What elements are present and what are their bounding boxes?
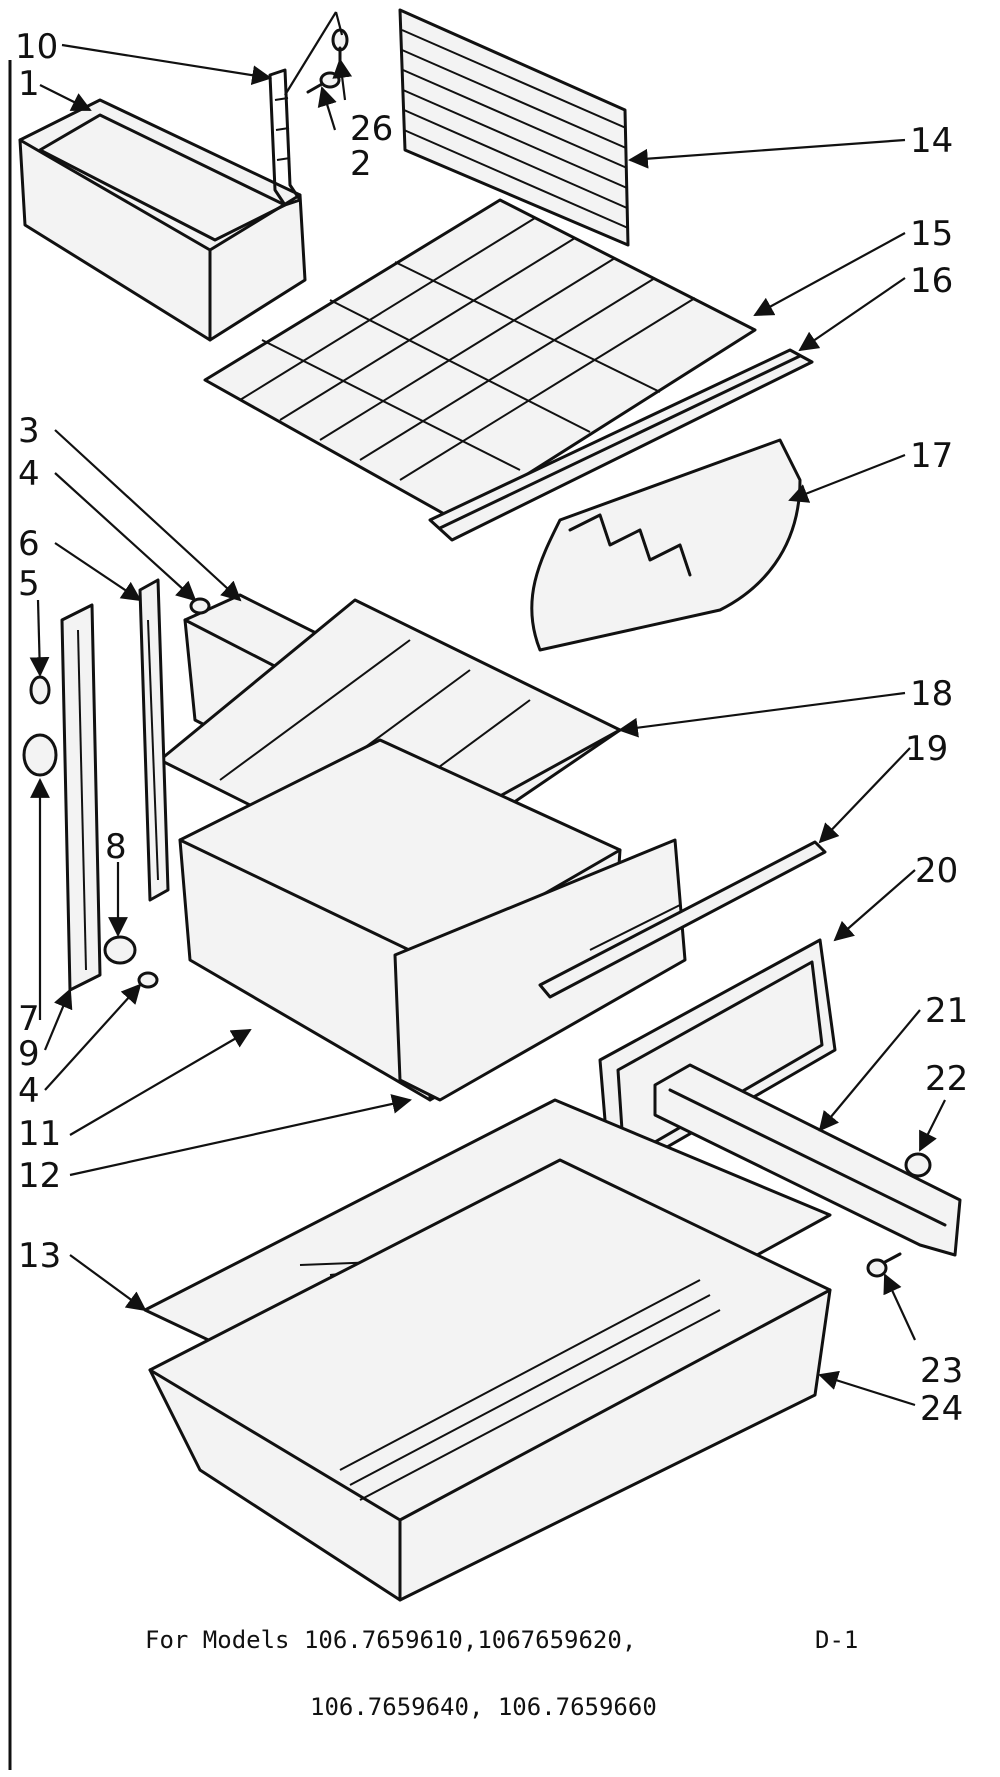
callout-11: 11 bbox=[18, 1114, 61, 1154]
callout-3: 3 bbox=[18, 411, 40, 451]
callout-16: 16 bbox=[910, 261, 953, 301]
callout-22: 22 bbox=[925, 1059, 968, 1099]
part-23-screw bbox=[866, 1252, 902, 1278]
callout-10: 10 bbox=[15, 27, 58, 67]
caption-models-line1: For Models 106.7659610,1067659620, bbox=[145, 1626, 636, 1654]
callout-18: 18 bbox=[910, 674, 953, 714]
part-16-shelf-rail bbox=[428, 348, 814, 542]
part-10-bracket bbox=[268, 68, 302, 207]
callout-13: 13 bbox=[18, 1236, 61, 1276]
caption: For Models 106.7659610,1067659620, D-1 1… bbox=[145, 1626, 858, 1721]
part-17-cover bbox=[530, 438, 802, 652]
callout-12: 12 bbox=[18, 1156, 61, 1196]
part-19-rod bbox=[538, 840, 827, 999]
callout-9: 9 bbox=[18, 1034, 40, 1074]
callout-26: 26 bbox=[350, 109, 393, 149]
part-15-wire-shelf bbox=[203, 198, 757, 522]
callout-21: 21 bbox=[925, 991, 968, 1031]
callout-8: 8 bbox=[105, 827, 127, 867]
callout-numbers: 10 1 26 2 14 15 16 17 3 4 6 5 18 19 20 8… bbox=[15, 27, 968, 1429]
part-8-roller bbox=[103, 935, 137, 965]
part-12-drawer-front bbox=[393, 838, 687, 1102]
callout-17: 17 bbox=[910, 436, 953, 476]
caption-figure-code: D-1 bbox=[815, 1626, 858, 1654]
callout-1: 1 bbox=[18, 64, 40, 104]
callout-7: 7 bbox=[18, 999, 40, 1039]
callout-6: 6 bbox=[18, 524, 40, 564]
callout-14: 14 bbox=[910, 121, 953, 161]
callout-2: 2 bbox=[350, 144, 372, 184]
part-4-screw bbox=[137, 597, 211, 989]
part-7-vertical-rail bbox=[60, 603, 102, 992]
part-9-roller bbox=[22, 733, 58, 777]
part-5-clip bbox=[29, 675, 51, 705]
callout-23: 23 bbox=[920, 1351, 963, 1391]
part-1-bin bbox=[18, 98, 307, 342]
callout-4: 4 bbox=[18, 454, 40, 494]
callout-15: 15 bbox=[910, 214, 953, 254]
part-22-nut bbox=[904, 1152, 932, 1178]
callout-19: 19 bbox=[905, 729, 948, 769]
caption-models-line2: 106.7659640, 106.7659660 bbox=[310, 1693, 657, 1721]
callout-5: 5 bbox=[18, 564, 40, 604]
part-21-slide-rail bbox=[653, 1063, 962, 1257]
callout-24: 24 bbox=[920, 1389, 963, 1429]
part-26-screw bbox=[331, 28, 349, 64]
callout-20: 20 bbox=[915, 851, 958, 891]
part-14-grille-panel bbox=[398, 8, 630, 247]
part-6-vertical-rail bbox=[138, 578, 170, 902]
part-24-pan bbox=[148, 1158, 832, 1602]
leader-lines bbox=[29, 11, 946, 1407]
callout-4b: 4 bbox=[18, 1071, 40, 1111]
